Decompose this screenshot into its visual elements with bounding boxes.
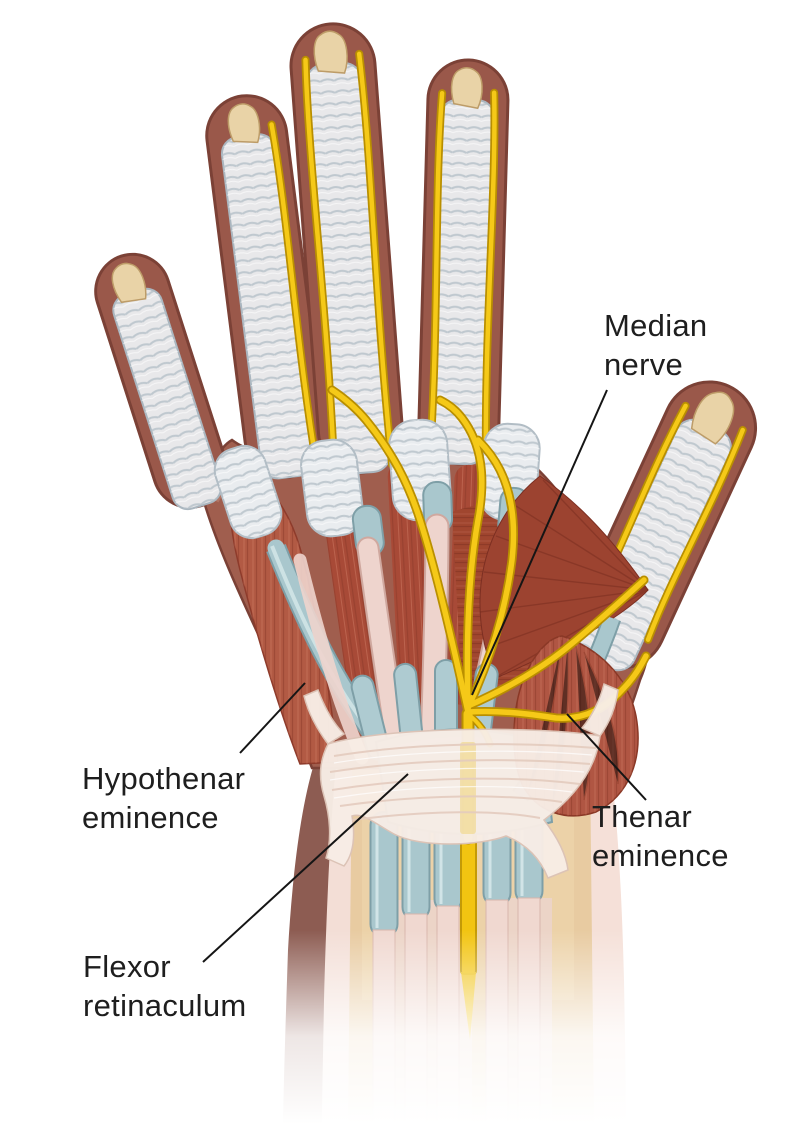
flexor-retinaculum-leader-line	[202, 773, 409, 963]
label-hypothenar-eminence: Hypothenar eminence	[82, 761, 246, 835]
flexor-retinaculum-band	[303, 682, 619, 879]
thenar-leader-line	[566, 713, 647, 801]
hypothenar-leader-line	[239, 682, 306, 754]
finger-middle	[289, 22, 404, 475]
label-thenar-eminence: Thenar eminence	[592, 799, 729, 873]
adductor-pollicis-muscle	[479, 475, 649, 679]
finger-index	[417, 58, 510, 466]
finger-pinky	[94, 252, 229, 511]
median-nerve-leader-line	[471, 389, 608, 696]
label-flexor-retinaculum: Flexor retinaculum	[83, 949, 247, 1023]
metacarpal-sheath-caps	[213, 418, 541, 540]
finger-ring	[205, 94, 327, 480]
leader-lines	[202, 389, 647, 963]
fade-overlay	[0, 930, 800, 1124]
label-median-nerve: Median nerve	[604, 308, 708, 382]
